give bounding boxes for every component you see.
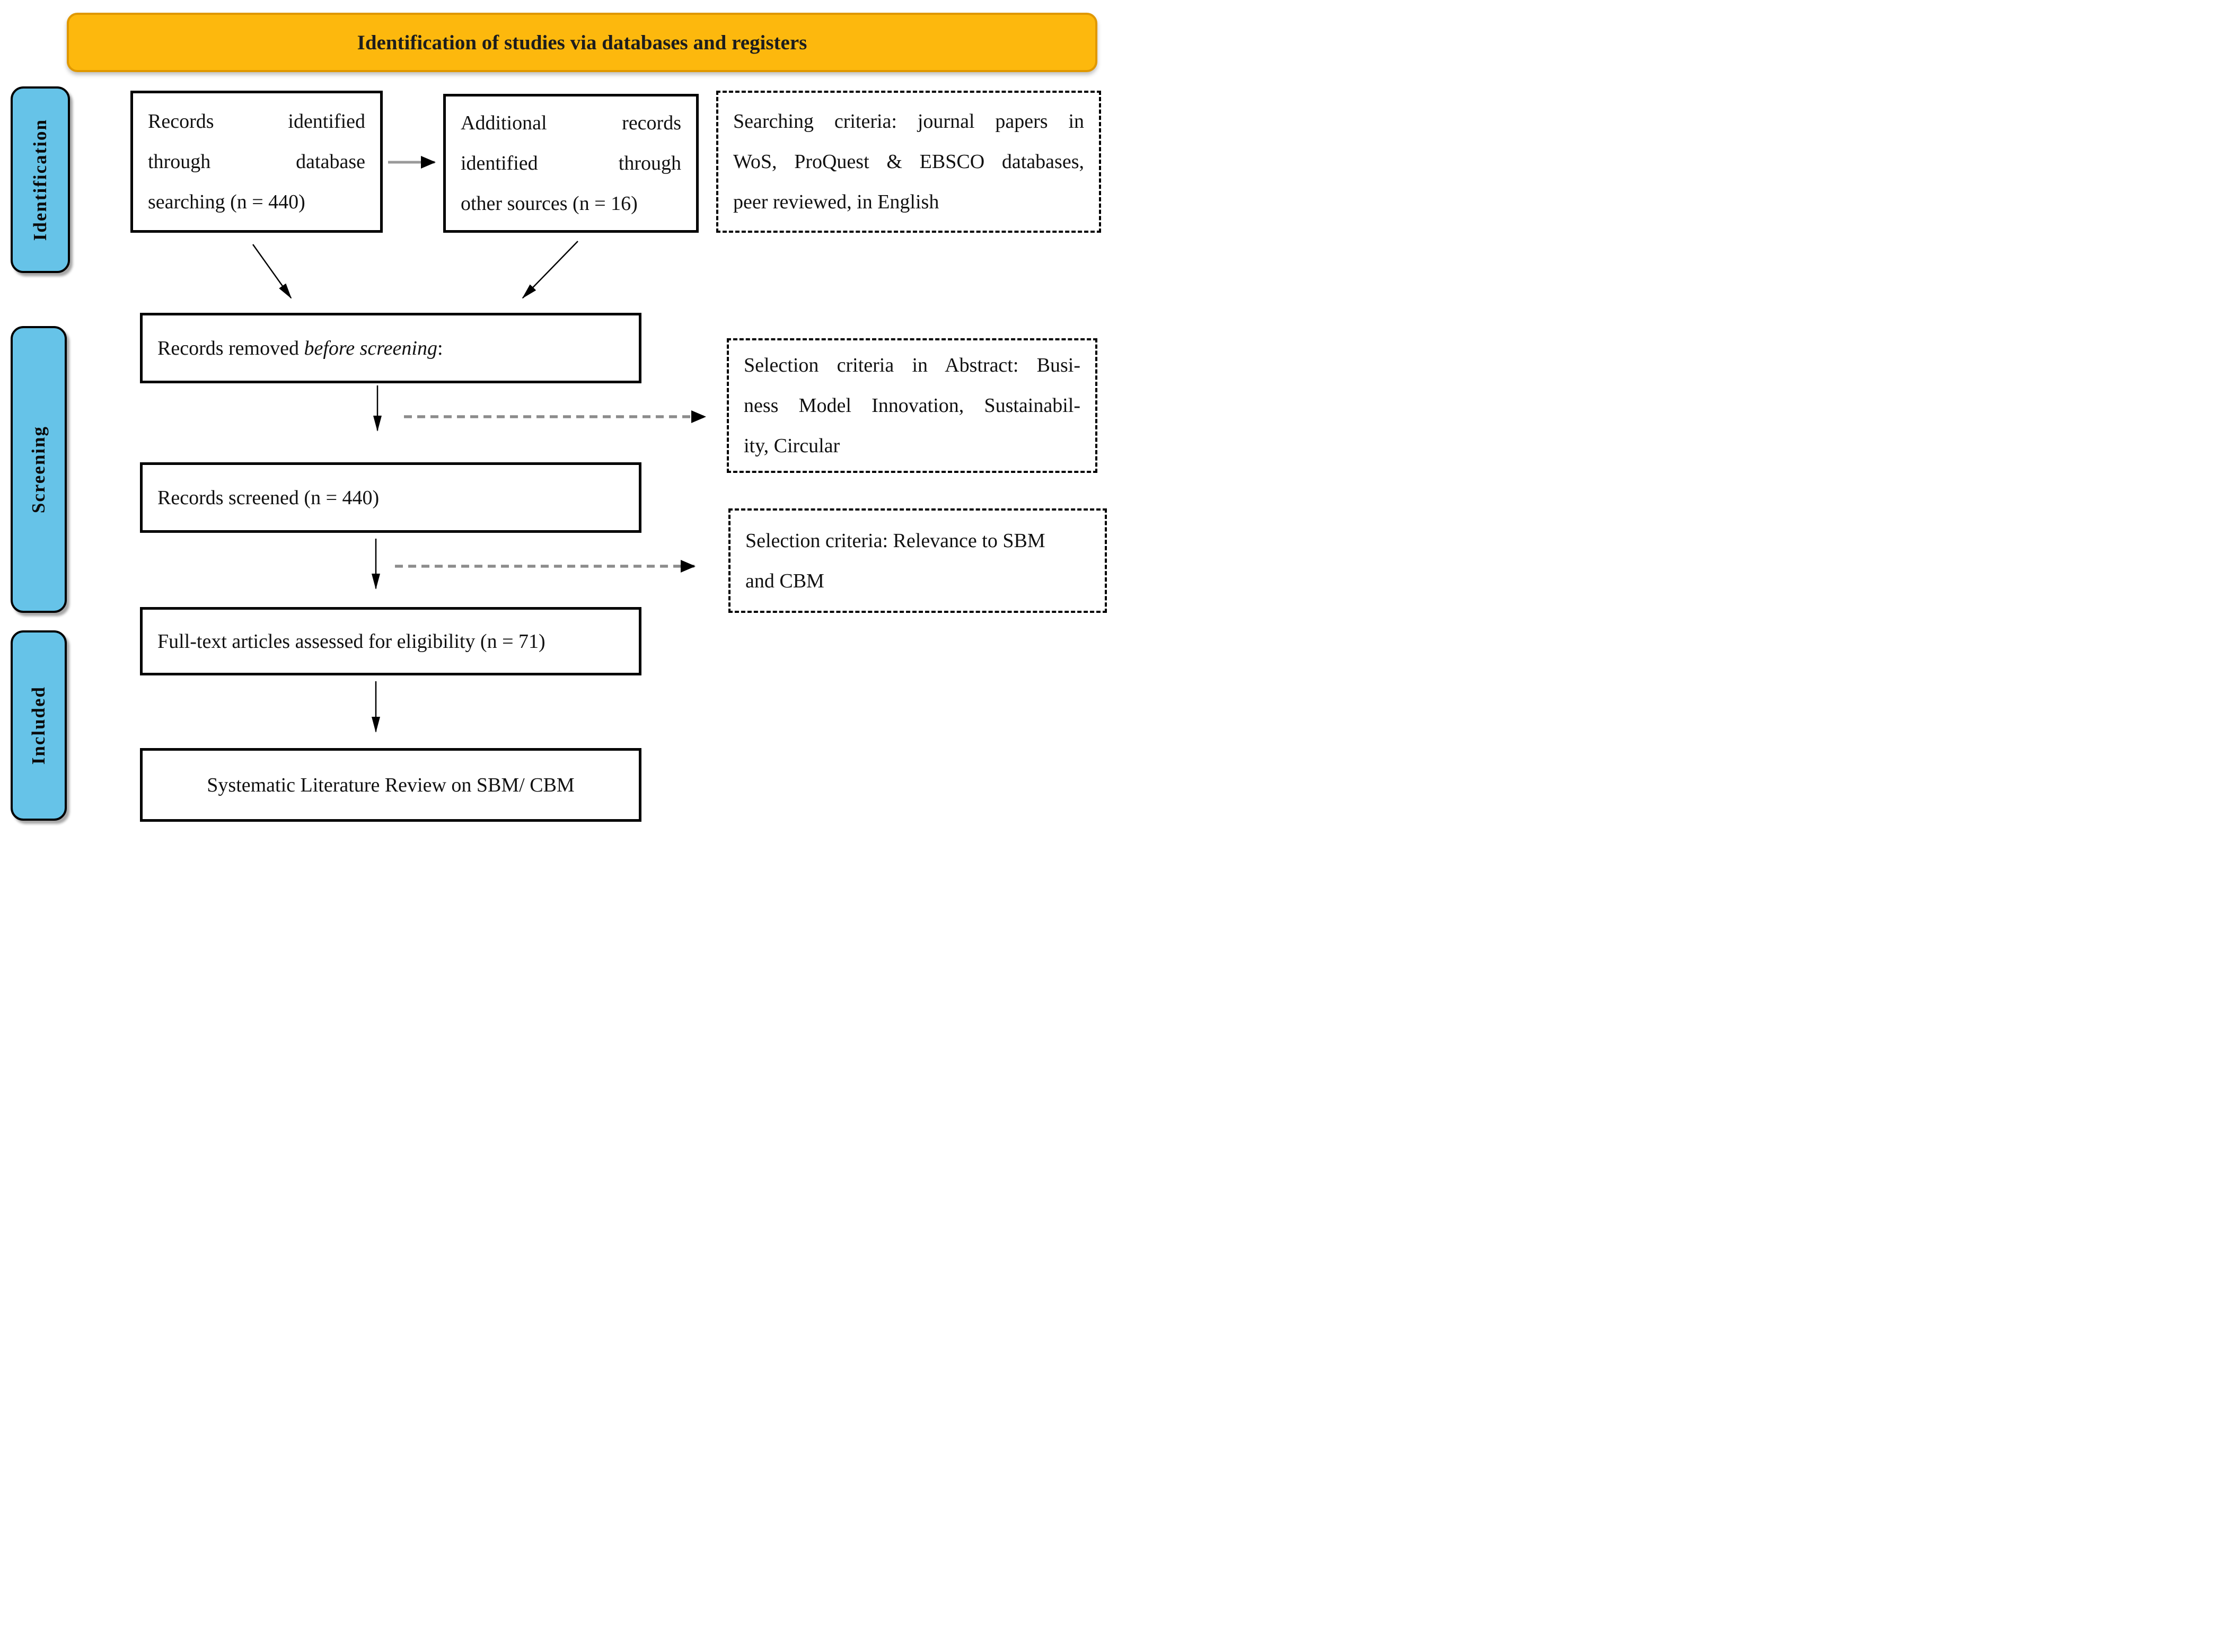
box-records-screened-text: Records screened (n = 440) bbox=[157, 486, 380, 509]
banner-title: Identification of studies via databases … bbox=[357, 31, 807, 54]
box-additional-records-line2: identified through bbox=[461, 152, 681, 174]
box-records-removed: Records removed before screening: bbox=[140, 313, 641, 383]
box-selection-criteria-abstract: Selection criteria in Abstract: Busi- ne… bbox=[727, 338, 1097, 473]
box-slr-included: Systematic Literature Review on SBM/ CBM bbox=[140, 748, 641, 822]
box-searching-criteria: Searching criteria: journal papers in Wo… bbox=[716, 91, 1101, 233]
box-searching-criteria-line3: peer reviewed, in English bbox=[733, 191, 939, 213]
box-records-identified-line3: searching (n = 440) bbox=[148, 191, 305, 213]
box-selection-criteria-abstract-line2: ness Model Innovation, Sustainabil- bbox=[744, 394, 1080, 417]
box-additional-records: Additional records identified through ot… bbox=[443, 94, 699, 233]
box-slr-included-text: Systematic Literature Review on SBM/ CBM bbox=[207, 774, 575, 796]
box-records-removed-text: Records removed before screening: bbox=[157, 337, 443, 359]
stage-label-included-text: Included bbox=[28, 686, 49, 765]
banner: Identification of studies via databases … bbox=[67, 13, 1097, 72]
box-fulltext-assessed-text: Full-text articles assessed for eligibil… bbox=[157, 630, 545, 653]
box-selection-criteria-relevance-line2: and CBM bbox=[745, 569, 824, 592]
box-selection-criteria-abstract-line3: ity, Circular bbox=[744, 435, 840, 457]
box-additional-records-line1: Additional records bbox=[461, 112, 681, 134]
stage-label-screening: Screening bbox=[11, 326, 67, 613]
box-selection-criteria-relevance: Selection criteria: Relevance to SBM and… bbox=[728, 508, 1107, 613]
stage-label-screening-text: Screening bbox=[28, 425, 49, 514]
arrow-db-to-removed bbox=[252, 244, 292, 299]
box-records-identified-line1: Records identified bbox=[148, 110, 365, 133]
stage-label-identification-text: Identification bbox=[30, 118, 50, 241]
box-selection-criteria-relevance-line1: Selection criteria: Relevance to SBM bbox=[745, 529, 1045, 552]
records-removed-emphasis: before screening bbox=[304, 337, 437, 359]
prisma-flow-diagram: Identification of studies via databases … bbox=[0, 0, 1118, 826]
box-selection-criteria-abstract-line1: Selection criteria in Abstract: Busi- bbox=[744, 354, 1080, 376]
box-records-screened: Records screened (n = 440) bbox=[140, 462, 641, 533]
box-searching-criteria-line2: WoS, ProQuest & EBSCO databases, bbox=[733, 151, 1084, 173]
box-searching-criteria-line1: Searching criteria: journal papers in bbox=[733, 110, 1084, 133]
box-additional-records-line3: other sources (n = 16) bbox=[461, 192, 638, 215]
stage-label-included: Included bbox=[11, 630, 67, 821]
box-records-identified: Records identified through database sear… bbox=[130, 91, 383, 233]
box-records-identified-line2: through database bbox=[148, 151, 365, 173]
arrow-other-to-removed bbox=[522, 241, 578, 299]
box-fulltext-assessed: Full-text articles assessed for eligibil… bbox=[140, 607, 641, 675]
stage-label-identification: Identification bbox=[11, 86, 70, 273]
